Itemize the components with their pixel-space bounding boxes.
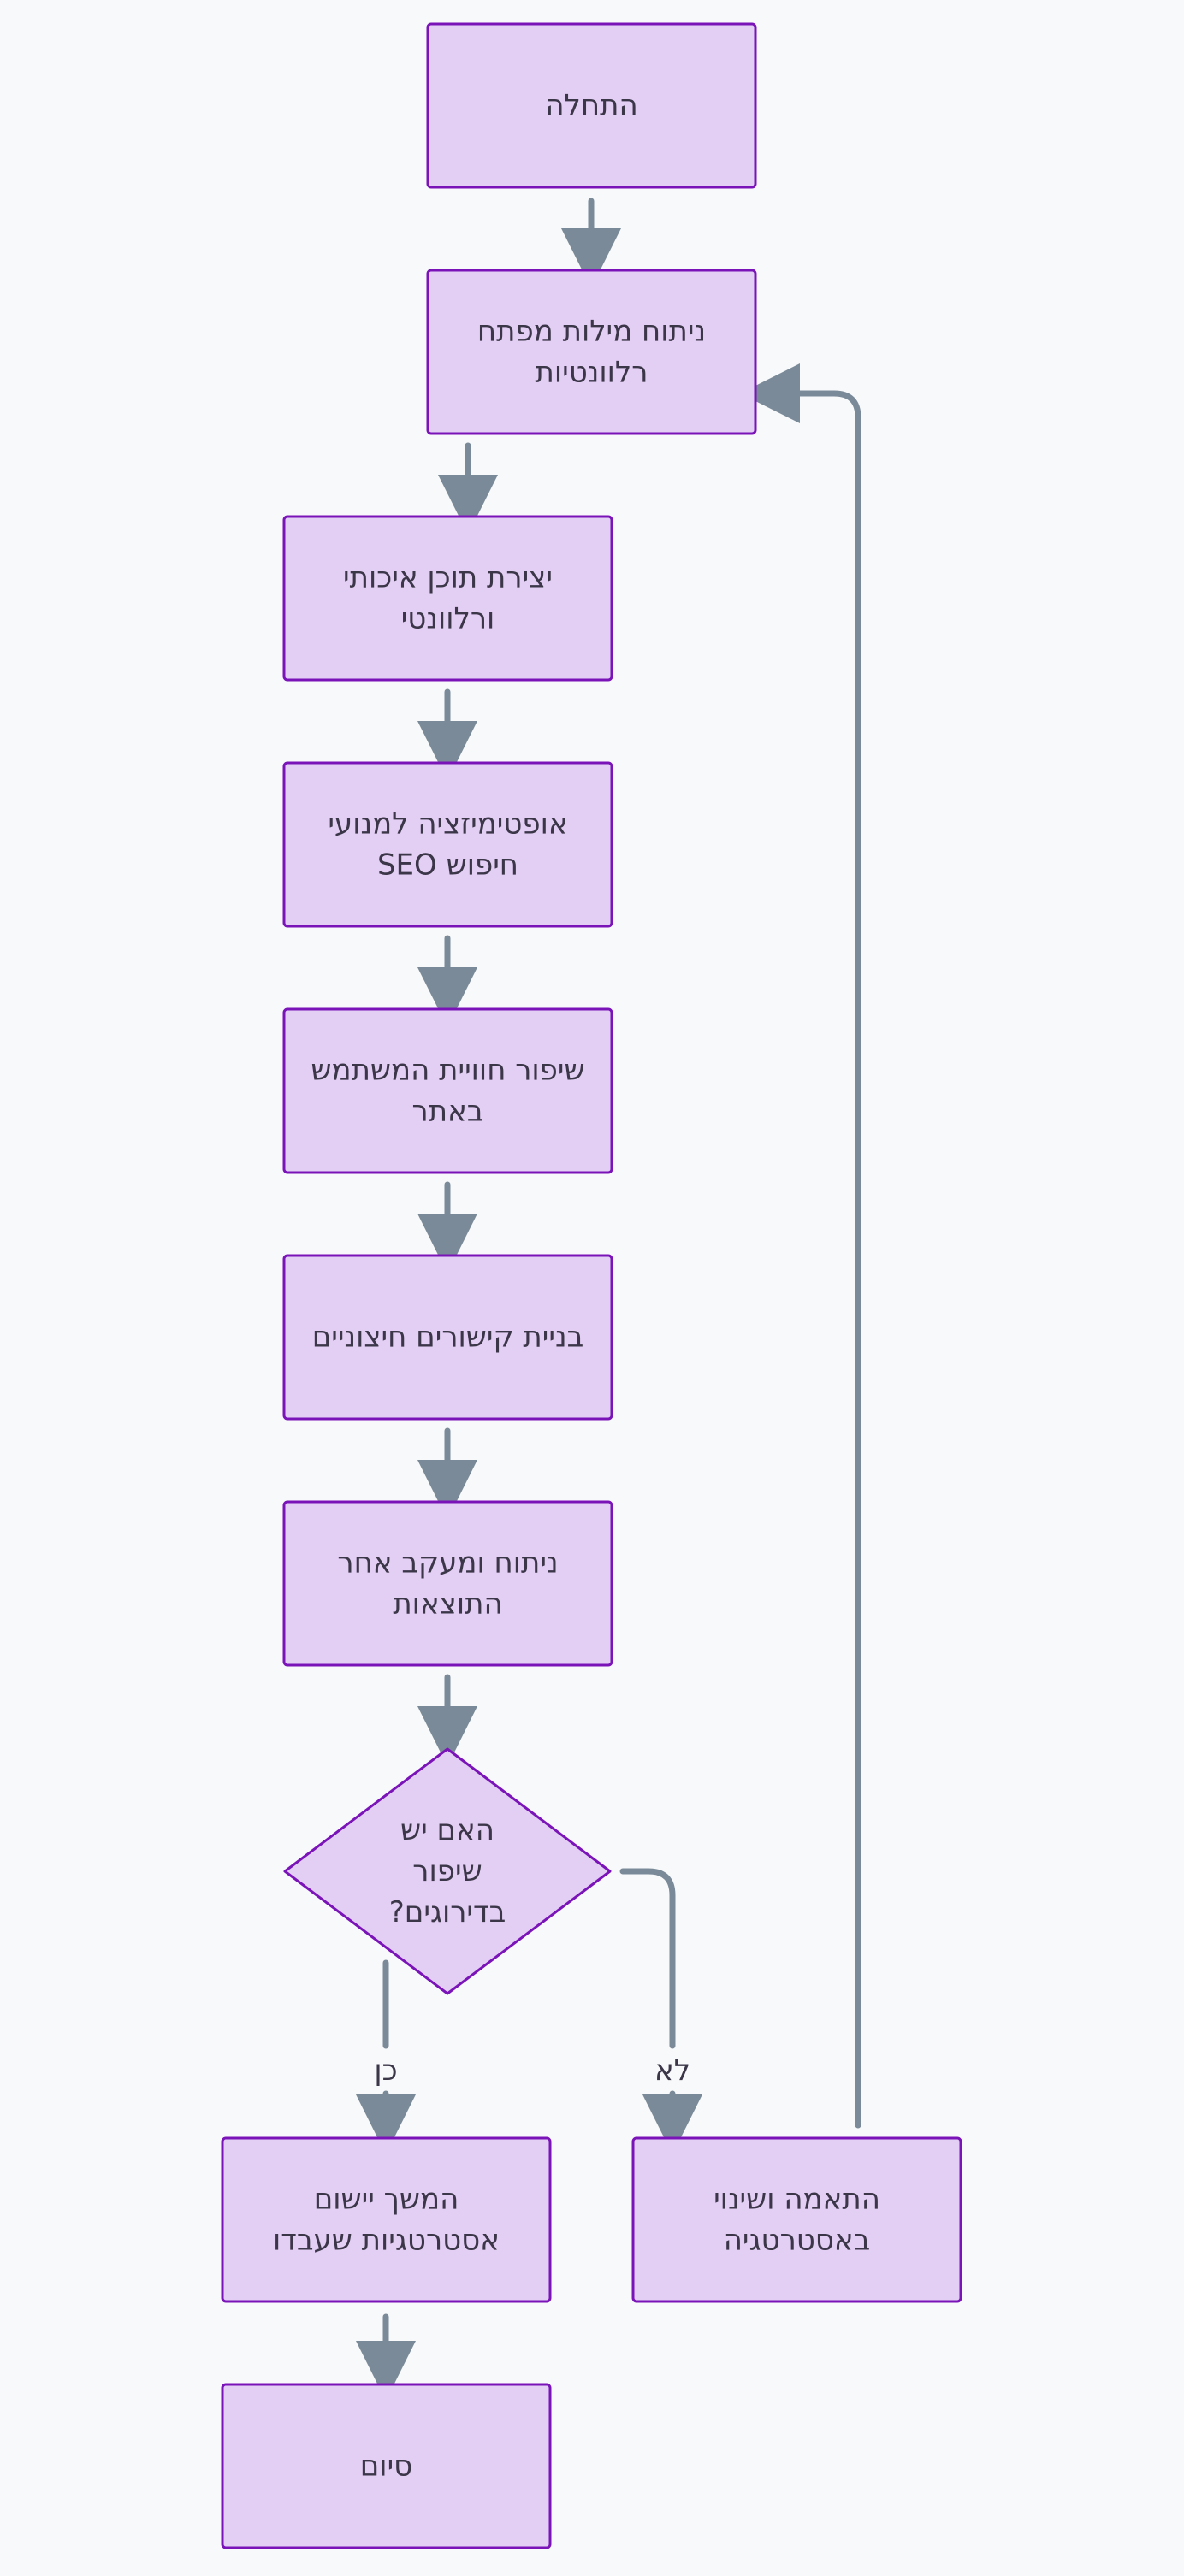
edge-decision-no-to-adjust <box>619 1868 672 2124</box>
node-box <box>282 1007 613 1174</box>
node-continue: המשך יישום אסטרטגיות שעבדו <box>221 2136 552 2303</box>
node-label-line: ורלוונטי <box>401 602 495 636</box>
node-label-line: התוצאות <box>393 1587 502 1622</box>
node-end: סיום <box>221 2383 552 2549</box>
node-label-line: אסטרטגיות שעבדו <box>273 2224 500 2258</box>
nodes: התחלה ניתוח מילות מפתח רלוונטיות יצירת תו… <box>221 22 962 2549</box>
node-start: התחלה <box>426 22 757 189</box>
node-label-line: התאמה ושינוי <box>713 2183 880 2217</box>
edges <box>386 198 861 2401</box>
node-links: בניית קישורים חיצוניים <box>282 1254 613 1421</box>
node-tracking: ניתוח ומעקב אחר התוצאות <box>282 1500 613 1667</box>
node-adjust: התאמה ושינוי באסטרטגיה <box>631 2136 962 2303</box>
node-label-line: שיפור חוויית המשתמש <box>311 1054 584 1088</box>
edge-label-yes: כן <box>374 2053 397 2088</box>
node-label-line: בניית קישורים חיצוניים <box>312 1320 584 1355</box>
node-label-line: ניתוח ומעקב אחר <box>337 1546 558 1580</box>
node-box <box>221 2136 552 2303</box>
node-box <box>282 1500 613 1667</box>
edge-adjust-loop-to-keywords <box>740 363 861 2129</box>
edge-label-no: לא <box>654 2053 690 2088</box>
node-keywords: ניתוח מילות מפתח רלוונטיות <box>426 269 757 435</box>
node-decision: האם יש שיפור בדירוגים? <box>283 1747 612 1995</box>
node-box <box>282 515 613 682</box>
node-label-line: התחלה <box>545 89 637 123</box>
node-label-line: המשך יישום <box>314 2183 459 2217</box>
node-label-line: האם יש <box>400 1813 494 1847</box>
node-label-line: רלוונטיות <box>536 356 648 390</box>
node-label-line: חיפוש SEO <box>377 848 518 883</box>
node-content: יצירת תוכן איכותי ורלוונטי <box>282 515 613 682</box>
node-box <box>426 269 757 435</box>
node-label-line: סיום <box>360 2449 413 2484</box>
node-ux: שיפור חוויית המשתמש באתר <box>282 1007 613 1174</box>
node-label-line: באתר <box>412 1095 484 1129</box>
node-seo: אופטימיזציה למנועי חיפוש SEO <box>282 761 613 928</box>
decision-diamond <box>283 1747 612 1995</box>
node-label-line: ניתוח מילות מפתח <box>477 315 706 349</box>
node-label-line: שיפור <box>412 1854 482 1888</box>
node-box <box>282 1254 613 1421</box>
node-label-line: אופטימיזציה למנועי <box>328 807 567 842</box>
node-box <box>282 761 613 928</box>
node-box <box>426 22 757 189</box>
node-label-line: יצירת תוכן איכותי <box>343 561 553 595</box>
node-label-line: בדירוגים? <box>389 1895 506 1929</box>
node-box <box>221 2383 552 2549</box>
node-box <box>631 2136 962 2303</box>
node-label-line: באסטרטגיה <box>724 2224 871 2258</box>
